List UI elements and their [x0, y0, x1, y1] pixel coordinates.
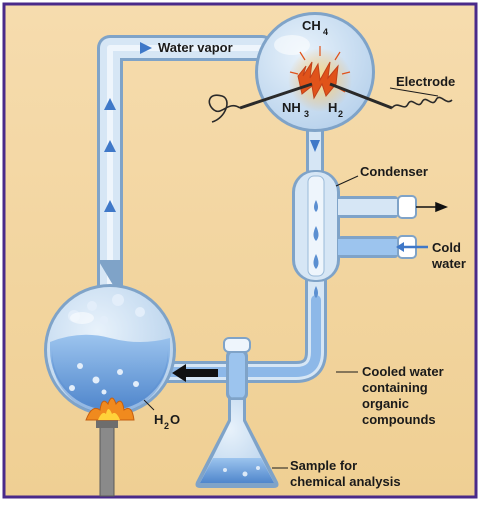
svg-text:2: 2: [164, 421, 169, 431]
svg-text:H: H: [154, 412, 163, 427]
svg-text:3: 3: [304, 109, 309, 119]
label-cold-water-line2: water: [431, 256, 466, 271]
svg-text:O: O: [170, 412, 180, 427]
label-cooled-line1: Cooled water: [362, 364, 444, 379]
label-water-vapor: Water vapor: [158, 40, 233, 55]
svg-text:CH: CH: [302, 18, 321, 33]
svg-text:H: H: [328, 100, 337, 115]
label-cooled-line4: compounds: [362, 412, 436, 427]
label-cold-water-line1: Cold: [432, 240, 461, 255]
svg-text:4: 4: [323, 27, 328, 37]
stopcock: [224, 338, 250, 352]
label-sample-line2: chemical analysis: [290, 474, 401, 489]
label-electrode: Electrode: [396, 74, 455, 89]
svg-text:2: 2: [338, 109, 343, 119]
label-condenser: Condenser: [360, 164, 428, 179]
svg-text:NH: NH: [282, 100, 301, 115]
label-cooled-line2: containing: [362, 380, 428, 395]
label-cooled-line3: organic: [362, 396, 409, 411]
label-sample-line1: Sample for: [290, 458, 357, 473]
